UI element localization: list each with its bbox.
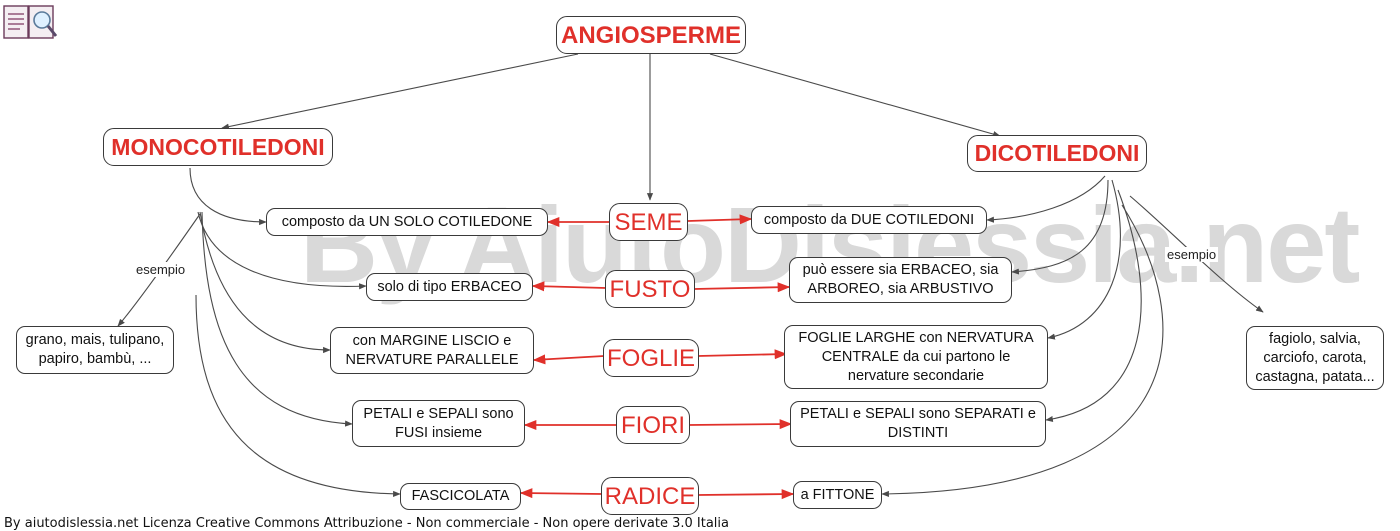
category-seme: SEME (609, 203, 688, 241)
di-radice-box: a FITTONE (793, 481, 882, 509)
mono-radice-box: FASCICOLATA (400, 483, 521, 510)
category-fiori: FIORI (616, 406, 690, 444)
mono-seme-box: composto da UN SOLO COTILEDONE (266, 208, 548, 236)
link-mono-fiori (201, 211, 353, 427)
di-fiori-box: PETALI e SEPALI sono SEPARATI e DISTINTI (790, 401, 1046, 447)
category-radice: RADICE (601, 477, 699, 515)
arrow-foglie-right (697, 349, 788, 360)
link-root-di (709, 53, 1001, 138)
link-root-mono (221, 53, 579, 130)
mono-fiori-box: PETALI e SEPALI sono FUSI insieme (352, 400, 525, 447)
node-dicotiledoni: DICOTILEDONI (967, 135, 1147, 172)
link-di-seme (986, 175, 1106, 223)
link-di-fusto (1011, 179, 1109, 275)
di-fusto-box: può essere sia ERBACEO, sia ARBOREO, sia… (789, 257, 1012, 303)
link-mono-radice (195, 294, 401, 497)
di-seme-box: composto da DUE COTILEDONI (751, 206, 987, 234)
arrow-seme-right (687, 214, 753, 225)
di-foglie-box: FOGLIE LARGHE con NERVATURA CENTRALE da … (784, 325, 1048, 389)
arrow-fiori-right (688, 419, 793, 430)
category-foglie: FOGLIE (603, 339, 699, 377)
mono-examples-box: grano, mais, tulipano, papiro, bambù, ..… (16, 326, 174, 374)
label-esempio-di: esempio (1165, 247, 1219, 262)
di-examples-box: fagiolo, salvia, carciofo, carota, casta… (1246, 326, 1384, 390)
license-credit: By aiutodislessia.net Licenza Creative C… (4, 516, 729, 531)
mono-foglie-box: con MARGINE LISCIO e NERVATURE PARALLELE (330, 327, 534, 374)
link-di-foglie (1047, 179, 1121, 340)
node-angiosperme: ANGIOSPERME (556, 16, 746, 54)
link-di-fiori (1045, 189, 1142, 423)
arrow-radice-left (519, 488, 603, 499)
link-mono-foglie (199, 211, 331, 354)
label-esempio-mono: esempio (134, 262, 188, 277)
arrow-radice-right (697, 489, 795, 500)
arrow-fusto-left (531, 281, 607, 292)
arrow-foglie-left (532, 354, 605, 365)
mono-fusto-box: solo di tipo ERBACEO (366, 273, 533, 301)
category-fusto: FUSTO (605, 270, 695, 308)
node-monocotiledoni: MONOCOTILEDONI (103, 128, 333, 166)
link-di-radice (881, 204, 1164, 497)
arrow-fusto-right (693, 282, 791, 293)
book-logo-icon (3, 5, 58, 39)
link-mono-seme (189, 167, 267, 226)
link-mono-fusto (197, 211, 367, 290)
